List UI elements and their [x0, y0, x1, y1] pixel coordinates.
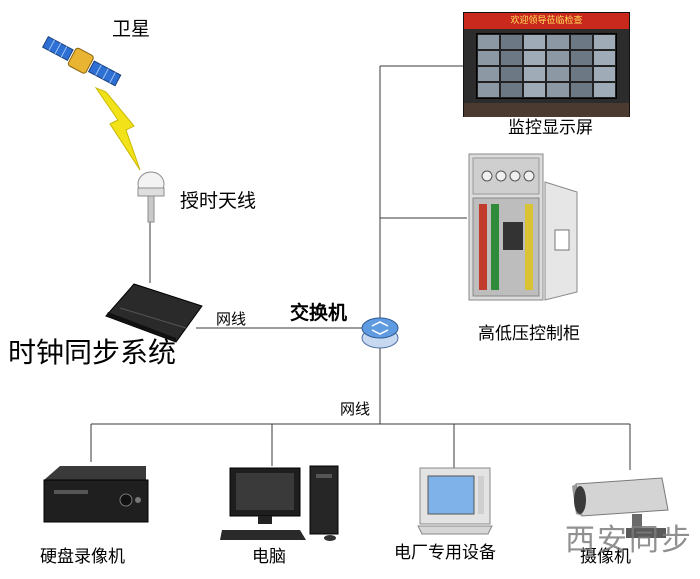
video-tile [523, 66, 547, 82]
video-tile [569, 66, 593, 82]
video-tile [523, 34, 547, 50]
terminal-computer-icon [417, 467, 493, 535]
video-tile [500, 66, 524, 82]
rack-server-icon [105, 283, 203, 343]
video-tile [592, 66, 616, 82]
video-tile [569, 34, 593, 50]
video-tile [546, 50, 570, 66]
video-tile [569, 50, 593, 66]
video-tile [592, 34, 616, 50]
desktop-computer-icon [220, 465, 339, 541]
monitor-screen-label: 监控显示屏 [508, 118, 593, 138]
video-tile [546, 34, 570, 50]
video-tile [477, 66, 501, 82]
satellite-icon [42, 35, 122, 87]
video-tile [546, 82, 570, 98]
video-tile [477, 34, 501, 50]
antenna-label: 授时天线 [180, 190, 257, 212]
camera-label: 摄像机 [580, 547, 631, 567]
network-switch-icon [361, 317, 399, 349]
video-tile [546, 66, 570, 82]
dvr-label: 硬盘录像机 [40, 547, 125, 567]
video-tile [500, 50, 524, 66]
video-wall-icon: 欢迎领导莅临检查 [463, 12, 630, 117]
satellite-label: 卫星 [112, 18, 151, 40]
video-tile [500, 34, 524, 50]
clock-system-label: 时钟同步系统 [8, 336, 177, 369]
video-tile [477, 50, 501, 66]
dvr-icon [43, 466, 149, 523]
control-cabinet-label: 高低压控制柜 [478, 324, 580, 344]
electrical-cabinet-icon [468, 153, 578, 301]
monitor-banner: 欢迎领导莅临检查 [464, 13, 629, 29]
network-cable-label-1: 网线 [216, 310, 247, 328]
video-tile [523, 82, 547, 98]
computer-label: 电脑 [252, 547, 286, 567]
gps-antenna-icon [137, 171, 165, 223]
switch-label: 交换机 [290, 302, 348, 324]
video-tile [592, 82, 616, 98]
video-grid [476, 33, 617, 99]
network-cable-label-2: 网线 [340, 400, 371, 418]
cctv-camera-icon [572, 477, 669, 538]
video-tile [592, 50, 616, 66]
video-tile [500, 82, 524, 98]
brand-watermark: 西安同步 [565, 523, 693, 558]
plant-equipment-label: 电厂专用设备 [394, 543, 496, 563]
video-tile [523, 50, 547, 66]
video-tile [477, 82, 501, 98]
lightning-icon [94, 86, 141, 171]
video-tile [569, 82, 593, 98]
